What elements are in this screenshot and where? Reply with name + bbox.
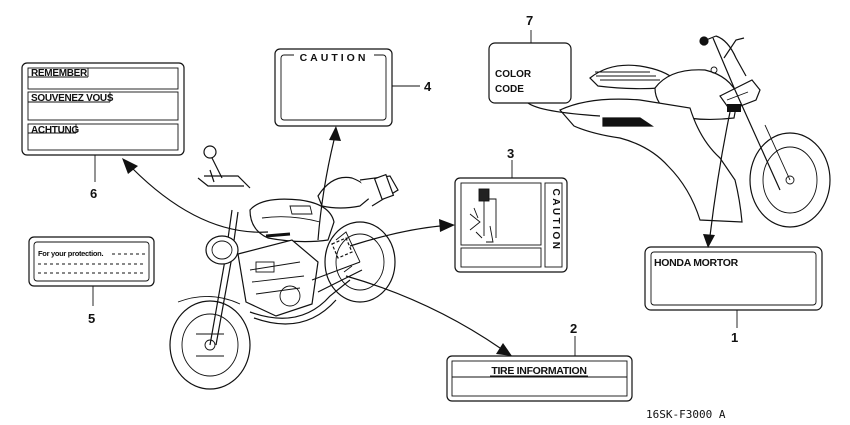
leader-color-code xyxy=(527,102,601,117)
callout-6: 6 xyxy=(90,186,97,201)
code-text: CODE xyxy=(495,84,524,95)
arrow-to-remember-label xyxy=(131,167,269,233)
callout-1: 1 xyxy=(731,330,738,345)
achtung-text: ACHTUNG xyxy=(31,125,79,136)
color-text: COLOR xyxy=(495,69,532,80)
souvenez-vous-text: SOUVENEZ VOUS xyxy=(31,93,114,104)
callout-3: 3 xyxy=(507,146,514,161)
pointer-arrows xyxy=(122,102,731,356)
tire-info-label: TIRE INFORMATION xyxy=(446,355,633,402)
honda-mortor-text: HONDA MORTOR xyxy=(654,257,739,269)
color-code-label: COLOR CODE xyxy=(488,42,572,104)
protection-label: For your protection. xyxy=(28,236,155,287)
figure-code: 16SK-F3000 A xyxy=(646,408,726,421)
arrow-to-caution-vertical xyxy=(349,225,441,247)
caution-label-top: CAUTION xyxy=(274,48,393,127)
arrow-to-caution-top xyxy=(317,139,335,241)
tire-info-text: TIRE INFORMATION xyxy=(491,365,586,377)
protection-text: For your protection. xyxy=(38,249,103,258)
callout-4: 4 xyxy=(424,79,432,94)
remember-text: REMEMBER xyxy=(31,68,88,79)
caution-top-text: CAUTION xyxy=(300,52,369,64)
caution-vertical-text: CAUTION xyxy=(550,188,561,251)
arrow-to-tire-info xyxy=(345,275,501,349)
motorcycle-main-illustration xyxy=(169,145,399,390)
arrow-to-honda-label xyxy=(709,111,731,237)
callout-2: 2 xyxy=(570,321,577,336)
honda-label: HONDA MORTOR xyxy=(644,246,823,311)
fuel-pictogram-icon xyxy=(469,188,497,243)
motorcycle-rear-illustration xyxy=(559,35,831,228)
caution-label-vertical: CAUTION xyxy=(454,177,568,273)
callout-7: 7 xyxy=(526,13,533,28)
callout-5: 5 xyxy=(88,311,95,326)
remember-label-panel: REMEMBER SOUVENEZ VOUS ACHTUNG xyxy=(21,62,185,156)
